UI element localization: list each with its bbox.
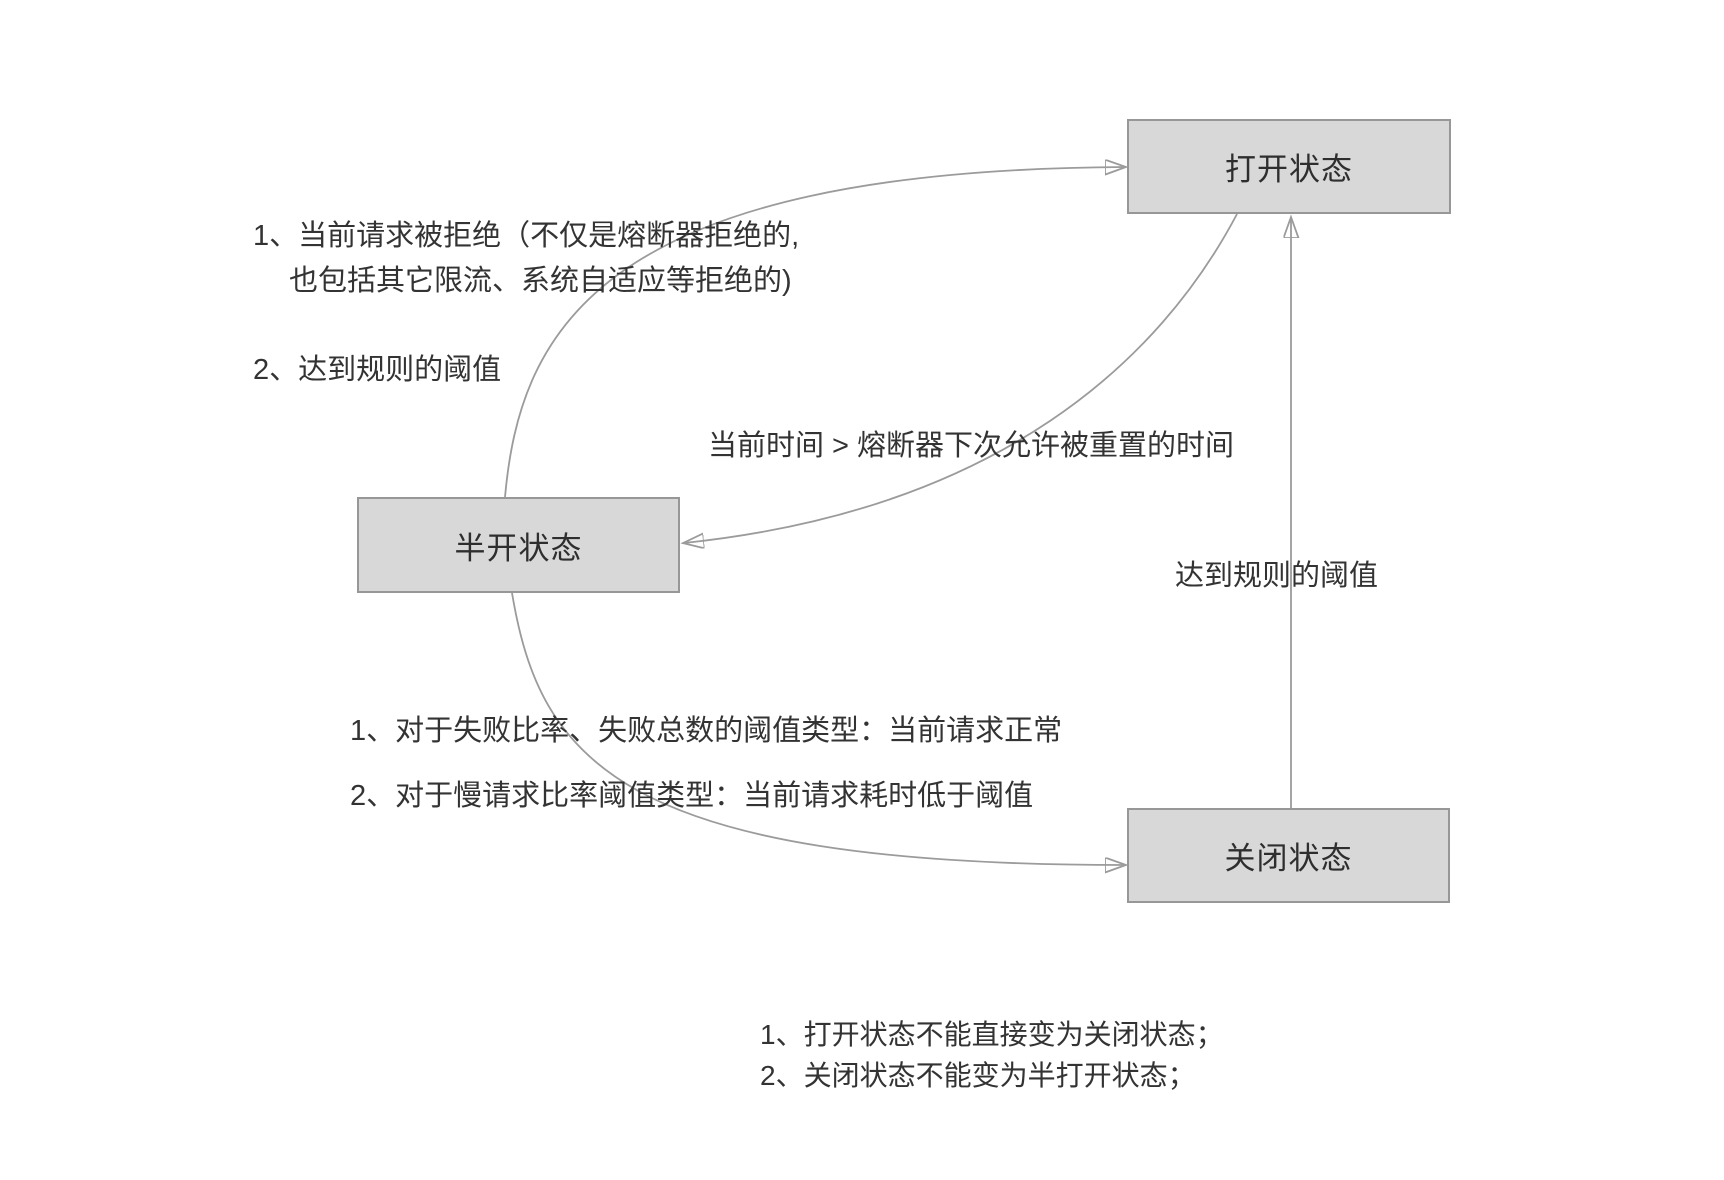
state-node-half-open: 半开状态 <box>357 497 680 593</box>
label-rule-threshold-text: 达到规则的阈值 <box>1175 560 1379 592</box>
edge-halfopen-to-closed <box>511 592 1125 865</box>
label-halfopen-to-open-condition-2: 2、达到规则的阈值 <box>253 348 501 393</box>
label-closed-to-open-condition: 达到规则的阈值 <box>1175 554 1378 599</box>
note-line1: 1、打开状态不能直接变为关闭状态； <box>760 1019 1224 1050</box>
state-node-open-label: 打开状态 <box>1225 152 1353 187</box>
diagram-notes: 1、打开状态不能直接变为关闭状态； 2、关闭状态不能变为半打开状态； <box>760 1014 1224 1096</box>
state-node-open: 打开状态 <box>1127 119 1451 214</box>
state-node-half-open-label: 半开状态 <box>454 530 583 566</box>
edge-halfopen-to-open <box>504 167 1125 498</box>
label-open-to-halfopen-condition: 当前时间 > 熔断器下次允许被重置的时间 <box>708 424 1234 469</box>
label-threshold-text: 2、达到规则的阈值 <box>253 354 502 386</box>
label-reset-time-text: 当前时间 > 熔断器下次允许被重置的时间 <box>708 430 1235 462</box>
label-normal-line1: 1、对于失败比率、失败总数的阈值类型：当前请求正常 <box>350 715 1063 747</box>
state-node-closed: 关闭状态 <box>1127 808 1450 903</box>
label-reject-line1: 1、当前请求被拒绝（不仅是熔断器拒绝的, <box>253 220 800 252</box>
label-halfopen-to-closed-condition-1: 1、对于失败比率、失败总数的阈值类型：当前请求正常 <box>350 709 1062 754</box>
label-reject-line2: 也包括其它限流、系统自适应等拒绝的) <box>289 265 792 297</box>
label-halfopen-to-open-condition-1: 1、当前请求被拒绝（不仅是熔断器拒绝的, 也包括其它限流、系统自适应等拒绝的) <box>253 214 799 304</box>
note-line2: 2、关闭状态不能变为半打开状态； <box>760 1060 1196 1091</box>
edge-open-to-halfopen <box>684 213 1238 543</box>
label-normal-line2: 2、对于慢请求比率阈值类型：当前请求耗时低于阈值 <box>350 780 1034 812</box>
label-halfopen-to-closed-condition-2: 2、对于慢请求比率阈值类型：当前请求耗时低于阈值 <box>350 774 1033 819</box>
state-node-closed-label: 关闭状态 <box>1224 841 1353 876</box>
